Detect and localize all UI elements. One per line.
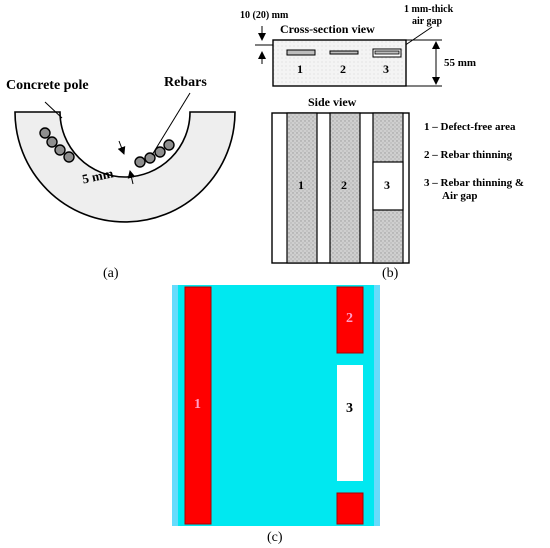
- air-gap-label-2: air gap: [412, 16, 443, 27]
- rebars-label: Rebars: [164, 75, 207, 90]
- thickness-label: 55 mm: [444, 57, 476, 69]
- air-gap-label-1: 1 mm-thick: [404, 4, 454, 15]
- air-gap-region: [337, 365, 363, 481]
- panel-b: 10 (20) mm Cross-section view 1 mm-thick…: [240, 4, 524, 281]
- cross-section-rebar-3-core: [374, 50, 400, 55]
- rebar: [63, 151, 75, 163]
- rebar: [46, 136, 58, 148]
- legend-item-2: 2 – Rebar thinning: [424, 149, 513, 161]
- side-view-air-gap: [372, 161, 404, 211]
- rebars-leader: [151, 92, 191, 156]
- rebar: [144, 152, 156, 164]
- panel-b-caption: (b): [382, 266, 399, 281]
- side-view-strip-2: [329, 112, 361, 264]
- cross-section-rebar-1: [286, 49, 316, 56]
- strip-number-1: 1: [298, 178, 304, 192]
- rebars-right: [134, 139, 175, 168]
- spacing-arrow-top: [117, 140, 126, 155]
- panel-c-label-2: 2: [346, 311, 353, 326]
- rebar: [134, 156, 146, 168]
- rebar: [163, 139, 175, 151]
- panel-c: 1 2 3 (c): [172, 285, 380, 545]
- defect-free-strip: [184, 286, 212, 525]
- rebar: [39, 127, 51, 139]
- rebar: [54, 144, 66, 156]
- panel-c-edge-left: [172, 285, 178, 526]
- legend-item-1: 1 – Defect-free area: [424, 121, 516, 133]
- section-number-3: 3: [383, 62, 389, 76]
- section-number-2: 2: [340, 62, 346, 76]
- panel-c-edge-right: [374, 285, 380, 526]
- cross-section-body: [272, 39, 407, 87]
- panel-c-label-3: 3: [346, 401, 353, 416]
- side-view-title: Side view: [308, 95, 357, 109]
- legend-item-3-cont: Air gap: [442, 190, 478, 202]
- section-number-1: 1: [297, 62, 303, 76]
- depth-label: 10 (20) mm: [240, 10, 289, 21]
- side-view-strip-1: [286, 112, 318, 264]
- strip-number-2: 2: [341, 178, 347, 192]
- panel-a: Concrete pole Rebars 5 mm (a): [6, 75, 236, 281]
- thinning-strip-bottom: [336, 492, 364, 525]
- panel-a-caption: (a): [103, 266, 119, 281]
- concrete-pole-label: Concrete pole: [6, 78, 89, 93]
- spacing-label: 5 mm: [81, 165, 115, 186]
- rebars-left: [39, 127, 75, 163]
- rebar: [154, 146, 166, 158]
- spacing-arrow-bottom: [127, 170, 136, 185]
- concrete-pole-ring: [14, 111, 236, 223]
- cross-section-title: Cross-section view: [280, 22, 375, 36]
- strip-number-3: 3: [384, 178, 390, 192]
- concrete-pole-leader: [44, 101, 63, 119]
- panel-c-label-1: 1: [194, 397, 201, 412]
- panel-c-caption: (c): [267, 530, 283, 545]
- cross-section-rebar-2: [329, 50, 359, 55]
- thinning-strip-top: [336, 286, 364, 354]
- legend-item-3: 3 – Rebar thinning &: [424, 177, 524, 189]
